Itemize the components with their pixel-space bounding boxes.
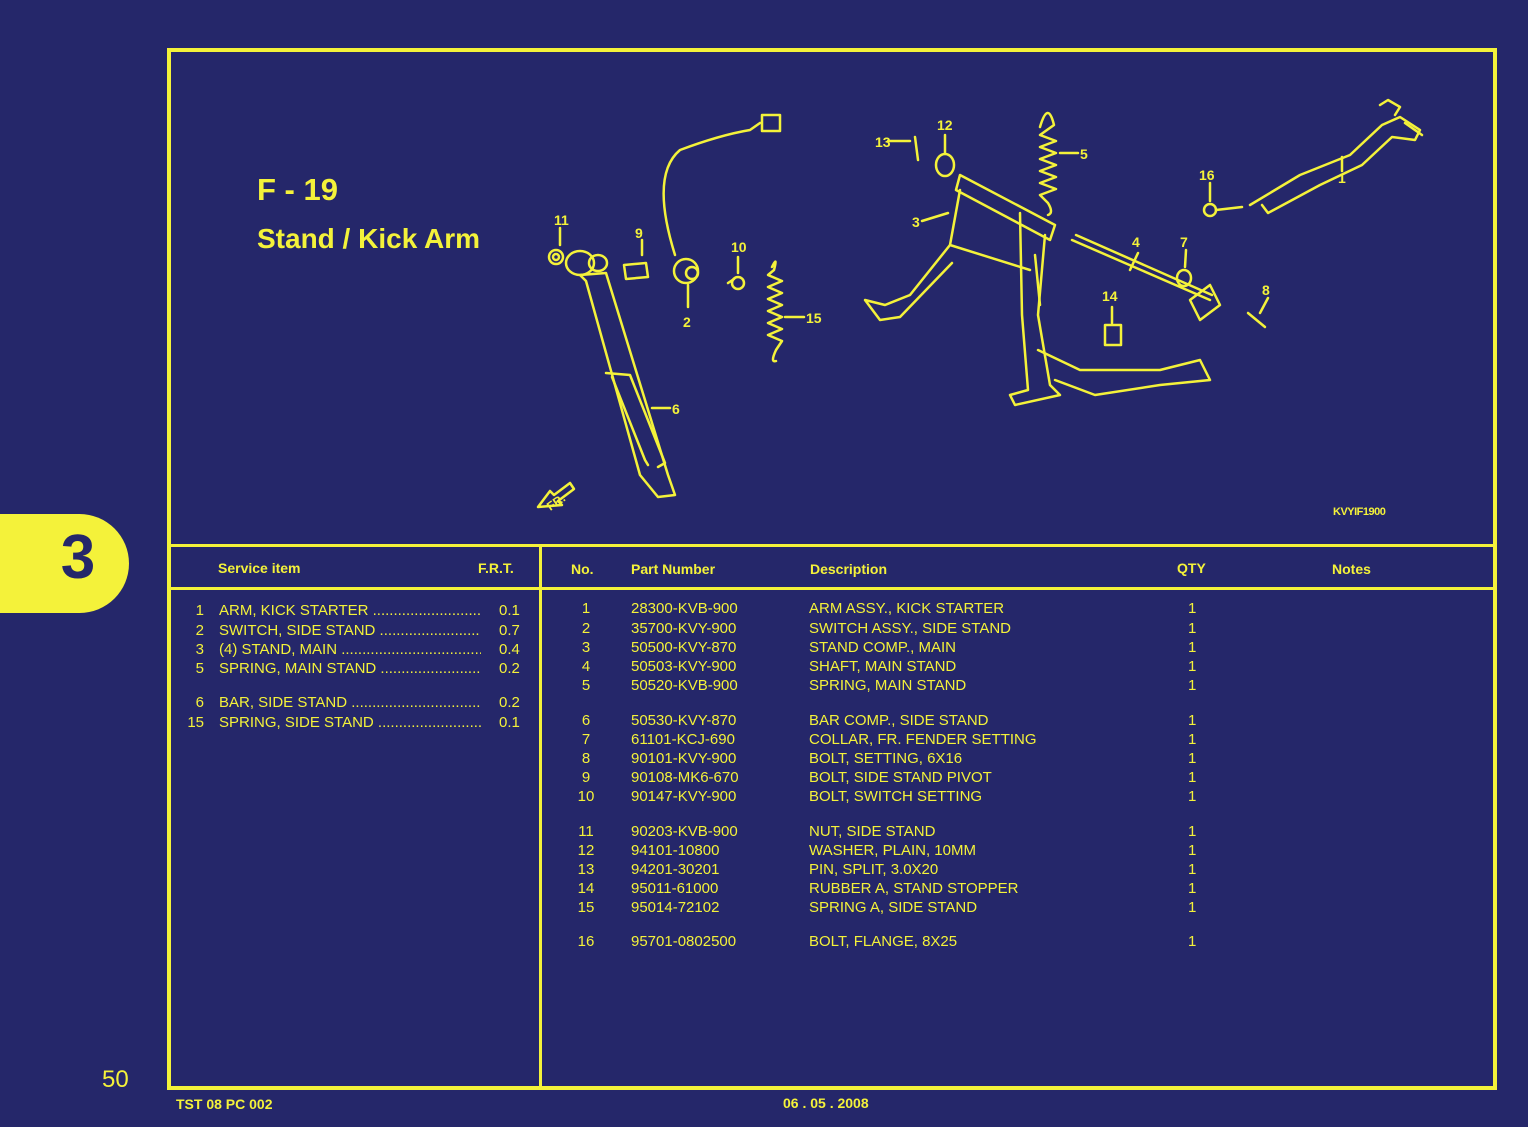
- side-stand-spring: [766, 260, 784, 363]
- callout-12: 12: [937, 117, 953, 133]
- header-qty: QTY: [1177, 560, 1206, 576]
- main-stand-shaft: [1070, 233, 1267, 347]
- parts-row: 12 94101-10800 WASHER, PLAIN, 10MM 1: [577, 842, 1197, 859]
- header-part-number: Part Number: [631, 561, 716, 577]
- callout-9: 9: [635, 225, 643, 241]
- front-direction-arrow: [536, 481, 576, 509]
- service-row: 2 SWITCH, SIDE STAND ...................…: [195, 622, 520, 639]
- parts-row: 14 95011-61000 RUBBER A, STAND STOPPER 1: [577, 880, 1197, 897]
- parts-row: 1 28300-KVB-900 ARM ASSY., KICK STARTER …: [581, 600, 1197, 617]
- footer-date: 06 . 05 . 2008: [783, 1095, 869, 1111]
- parts-row: 10 90147-KVY-900 BOLT, SWITCH SETTING 1: [577, 788, 1197, 805]
- parts-row: 6 50530-KVY-870 BAR COMP., SIDE STAND 1: [581, 712, 1197, 729]
- callout-3: 3: [912, 214, 920, 230]
- parts-row: 7 61101-KCJ-690 COLLAR, FR. FENDER SETTI…: [581, 731, 1197, 748]
- page-number: 50: [102, 1066, 129, 1093]
- diagram-table-divider: [167, 544, 1497, 547]
- header-notes: Notes: [1332, 561, 1371, 577]
- parts-row: 9 90108-MK6-670 BOLT, SIDE STAND PIVOT 1: [581, 769, 1197, 786]
- callout-1: 1: [1338, 170, 1346, 186]
- parts-row: 16 95701-0802500 BOLT, FLANGE, 8X25 1: [577, 933, 1197, 950]
- diagram-code: KVYIF1900: [1333, 506, 1386, 518]
- section-number: 3: [60, 523, 96, 592]
- callout-labels: 11 9 10 2 15 6 FR. 13 12 5 3 4 7 8 14 16…: [544, 117, 1346, 514]
- callout-14: 14: [1102, 288, 1118, 304]
- service-row: 1 ARM, KICK STARTER ....................…: [195, 602, 520, 619]
- section-tab: [0, 514, 129, 613]
- callout-2: 2: [683, 314, 691, 330]
- header-frt: F.R.T.: [478, 560, 514, 576]
- service-row: 5 SPRING, MAIN STAND ...................…: [195, 660, 520, 677]
- callout-7: 7: [1180, 234, 1188, 250]
- service-row: 15 SPRING, SIDE STAND ..................…: [187, 714, 520, 731]
- callout-8: 8: [1262, 282, 1270, 298]
- callout-10: 10: [731, 239, 747, 255]
- main-stand-spring: [1038, 111, 1058, 217]
- exploded-parts-diagram: 11 9 10 2 15 6 FR. 13 12 5 3 4 7 8 14 16…: [536, 98, 1424, 514]
- callout-15: 15: [806, 310, 822, 326]
- figure-frame: [167, 48, 1497, 1090]
- callout-13: 13: [875, 134, 891, 150]
- callout-11: 11: [554, 212, 569, 228]
- parts-row: 15 95014-72102 SPRING A, SIDE STAND 1: [577, 899, 1197, 916]
- service-row: 6 BAR, SIDE STAND ......................…: [195, 694, 520, 711]
- kick-starter-arm: [1202, 98, 1424, 218]
- header-no: No.: [571, 561, 594, 577]
- parts-row: 5 50520-KVB-900 SPRING, MAIN STAND 1: [581, 677, 1197, 694]
- parts-row: 2 35700-KVY-900 SWITCH ASSY., SIDE STAND…: [581, 620, 1197, 637]
- callout-5: 5: [1080, 146, 1088, 162]
- header-description: Description: [810, 561, 888, 577]
- split-pin-and-washer: [913, 135, 956, 178]
- side-stand-switch: [622, 113, 782, 291]
- callout-16: 16: [1199, 167, 1215, 183]
- parts-row: 3 50500-KVY-870 STAND COMP., MAIN 1: [581, 639, 1197, 656]
- figure-code: F - 19: [257, 172, 338, 207]
- footer-document-code: TST 08 PC 002: [176, 1096, 273, 1112]
- parts-row: 13 94201-30201 PIN, SPLIT, 3.0X20 1: [577, 861, 1197, 878]
- side-stand-bar: [547, 248, 677, 499]
- parts-row: 4 50503-KVY-900 SHAFT, MAIN STAND 1: [581, 658, 1197, 675]
- main-stand: [863, 173, 1062, 407]
- callout-6: 6: [672, 401, 680, 417]
- main-stand-pedal: [1036, 348, 1212, 397]
- service-row: 3 (4) STAND, MAIN ......................…: [195, 641, 520, 658]
- parts-row: 8 90101-KVY-900 BOLT, SETTING, 6X16 1: [581, 750, 1197, 767]
- figure-title: Stand / Kick Arm: [257, 223, 481, 254]
- header-service-item: Service item: [218, 560, 301, 576]
- callout-4: 4: [1132, 234, 1140, 250]
- table-column-divider: [539, 544, 542, 1086]
- parts-row: 11 90203-KVB-900 NUT, SIDE STAND 1: [578, 823, 1197, 840]
- table-header-divider: [167, 587, 1497, 590]
